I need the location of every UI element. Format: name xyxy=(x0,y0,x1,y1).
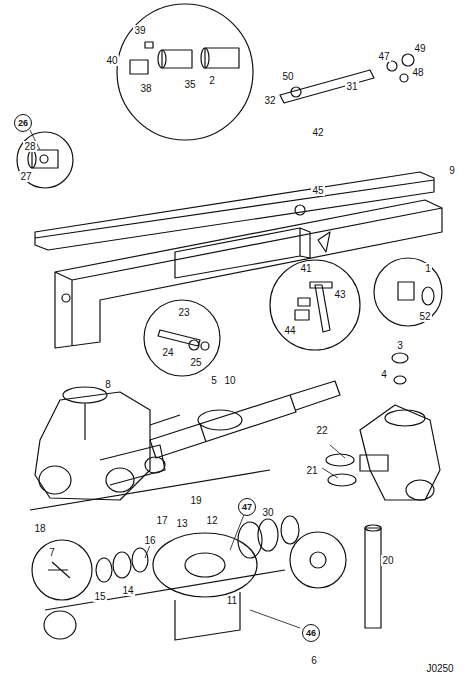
callout-number: 5 xyxy=(210,375,218,386)
pivot-pin xyxy=(280,70,374,103)
callout-number: 16 xyxy=(143,535,156,546)
callout-number: 44 xyxy=(283,325,296,336)
callout-number: 43 xyxy=(333,289,346,300)
circled-callout: 47 xyxy=(238,498,256,516)
callout-number: 11 xyxy=(226,595,238,606)
circled-callout: 46 xyxy=(302,624,320,642)
circled-callout: 26 xyxy=(14,114,32,132)
callout-number: 23 xyxy=(177,307,190,318)
steering-ram xyxy=(150,381,340,458)
callout-number: 21 xyxy=(305,465,318,476)
leader-lines xyxy=(30,130,345,628)
callout-number: 24 xyxy=(161,347,174,358)
callout-number: 46 xyxy=(306,628,316,638)
tie-bar xyxy=(35,172,434,250)
callout-number: 32 xyxy=(263,95,276,106)
callout-number: 49 xyxy=(413,43,426,54)
detail-circle xyxy=(17,132,73,188)
callout-number: 45 xyxy=(311,185,324,196)
swivel-housing xyxy=(35,392,150,500)
detail-circle xyxy=(374,258,442,326)
callout-number: 22 xyxy=(315,425,328,436)
callout-number: 12 xyxy=(205,515,218,526)
callout-number: 20 xyxy=(381,555,394,566)
callout-number: 41 xyxy=(299,263,312,274)
callout-number: 48 xyxy=(411,67,424,78)
callout-number: 6 xyxy=(310,655,318,666)
callout-number: 3 xyxy=(396,340,404,351)
callout-number: 2 xyxy=(208,75,216,86)
swivel-housing xyxy=(360,405,440,500)
callout-number: 13 xyxy=(175,518,188,529)
callout-number: 35 xyxy=(183,79,196,90)
callout-number: 30 xyxy=(261,507,274,518)
callout-number: 14 xyxy=(121,585,134,596)
lower-kingpin xyxy=(365,528,381,628)
callout-number: J0250 xyxy=(425,663,454,674)
callout-number: 28 xyxy=(23,141,36,152)
callout-number: 42 xyxy=(311,127,324,138)
callout-number: 7 xyxy=(48,547,56,558)
callout-number: 47 xyxy=(242,502,252,512)
callout-number: 15 xyxy=(93,591,106,602)
callout-number: 39 xyxy=(133,25,146,36)
callout-number: 27 xyxy=(19,171,32,182)
detail-circle xyxy=(32,540,92,600)
callout-number: 1 xyxy=(424,263,432,274)
bush-parts xyxy=(130,42,239,74)
callout-number: 8 xyxy=(104,379,112,390)
detail-circle xyxy=(117,4,253,140)
callout-number: 52 xyxy=(418,311,431,322)
wheel-hub xyxy=(153,533,257,597)
callout-number: 31 xyxy=(345,81,358,92)
callout-number: 25 xyxy=(189,357,202,368)
callout-number: 4 xyxy=(380,369,388,380)
callout-number: 40 xyxy=(105,55,118,66)
callout-number: 9 xyxy=(448,165,456,176)
callout-number: 17 xyxy=(155,515,168,526)
beam-mount xyxy=(175,228,310,278)
callout-number: 18 xyxy=(33,523,46,534)
kingpin xyxy=(310,282,332,332)
callout-number: 50 xyxy=(281,71,294,82)
detail-circle xyxy=(144,300,220,376)
callout-number: 47 xyxy=(377,51,390,62)
callout-number: 19 xyxy=(189,495,202,506)
callout-number: 38 xyxy=(139,83,152,94)
callout-number: 10 xyxy=(223,375,236,386)
callout-number: 26 xyxy=(18,118,28,128)
detail-circle xyxy=(270,260,360,350)
detail-circle xyxy=(290,532,346,588)
axle-beam xyxy=(55,200,442,348)
